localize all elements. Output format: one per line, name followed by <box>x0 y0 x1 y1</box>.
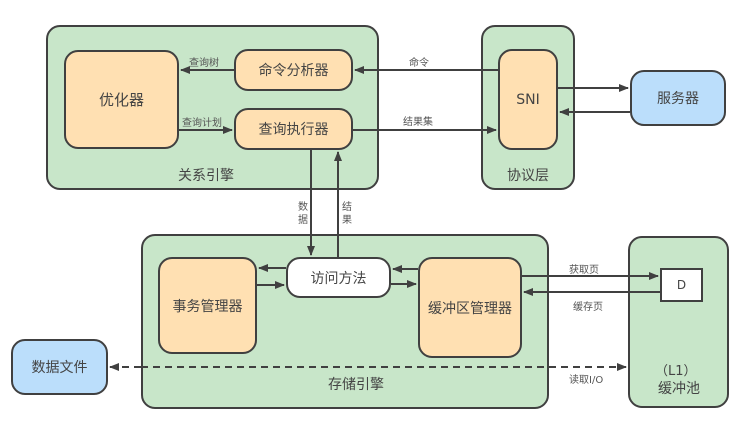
data-file-label: 数据文件 <box>31 360 88 376</box>
edge-label-result-set: 结果集 <box>403 117 433 128</box>
query-executor-node[interactable]: 查询执行器 <box>234 108 353 150</box>
command-parser-label: 命令分析器 <box>258 63 329 79</box>
optimizer-label: 优化器 <box>98 91 144 109</box>
sni-node[interactable]: SNI <box>498 49 558 150</box>
page-d-label: D <box>676 278 687 292</box>
access-methods-node[interactable]: 访问方法 <box>286 257 391 298</box>
edge-label-cache-page: 缓存页 <box>573 302 603 313</box>
edge-label-fetch-page: 获取页 <box>569 265 599 276</box>
optimizer-node[interactable]: 优化器 <box>64 50 179 149</box>
buffer-pool-label: 缓冲池 <box>658 381 700 397</box>
sni-label: SNI <box>516 91 540 108</box>
data-file-node[interactable]: 数据文件 <box>11 339 108 395</box>
server-node[interactable]: 服务器 <box>630 70 726 126</box>
buffer-pool-level-label: （L1） <box>655 364 697 379</box>
edge-label-result: 结果 <box>342 202 352 226</box>
relational-engine-label: 关系引擎 <box>178 168 234 184</box>
edge-label-data: 数据 <box>298 202 308 226</box>
edge-label-command: 命令 <box>409 58 429 69</box>
buffer-manager-label: 缓冲区管理器 <box>428 300 512 317</box>
query-executor-label: 查询执行器 <box>258 122 329 138</box>
transaction-manager-label: 事务管理器 <box>172 298 243 315</box>
command-parser-node[interactable]: 命令分析器 <box>234 49 353 91</box>
server-label: 服务器 <box>657 91 699 107</box>
transaction-manager-node[interactable]: 事务管理器 <box>158 257 257 354</box>
buffer-pool-group <box>628 236 729 408</box>
page-d-node[interactable]: D <box>660 268 703 302</box>
edge-label-query-plan: 查询计划 <box>182 118 222 129</box>
protocol-layer-label: 协议层 <box>507 168 549 184</box>
edge-label-read-io: 读取I/O <box>569 375 604 386</box>
storage-engine-label: 存储引擎 <box>328 377 384 393</box>
buffer-manager-node[interactable]: 缓冲区管理器 <box>418 257 522 358</box>
access-methods-label: 访问方法 <box>310 270 367 287</box>
edge-label-query-tree: 查询树 <box>189 58 219 69</box>
